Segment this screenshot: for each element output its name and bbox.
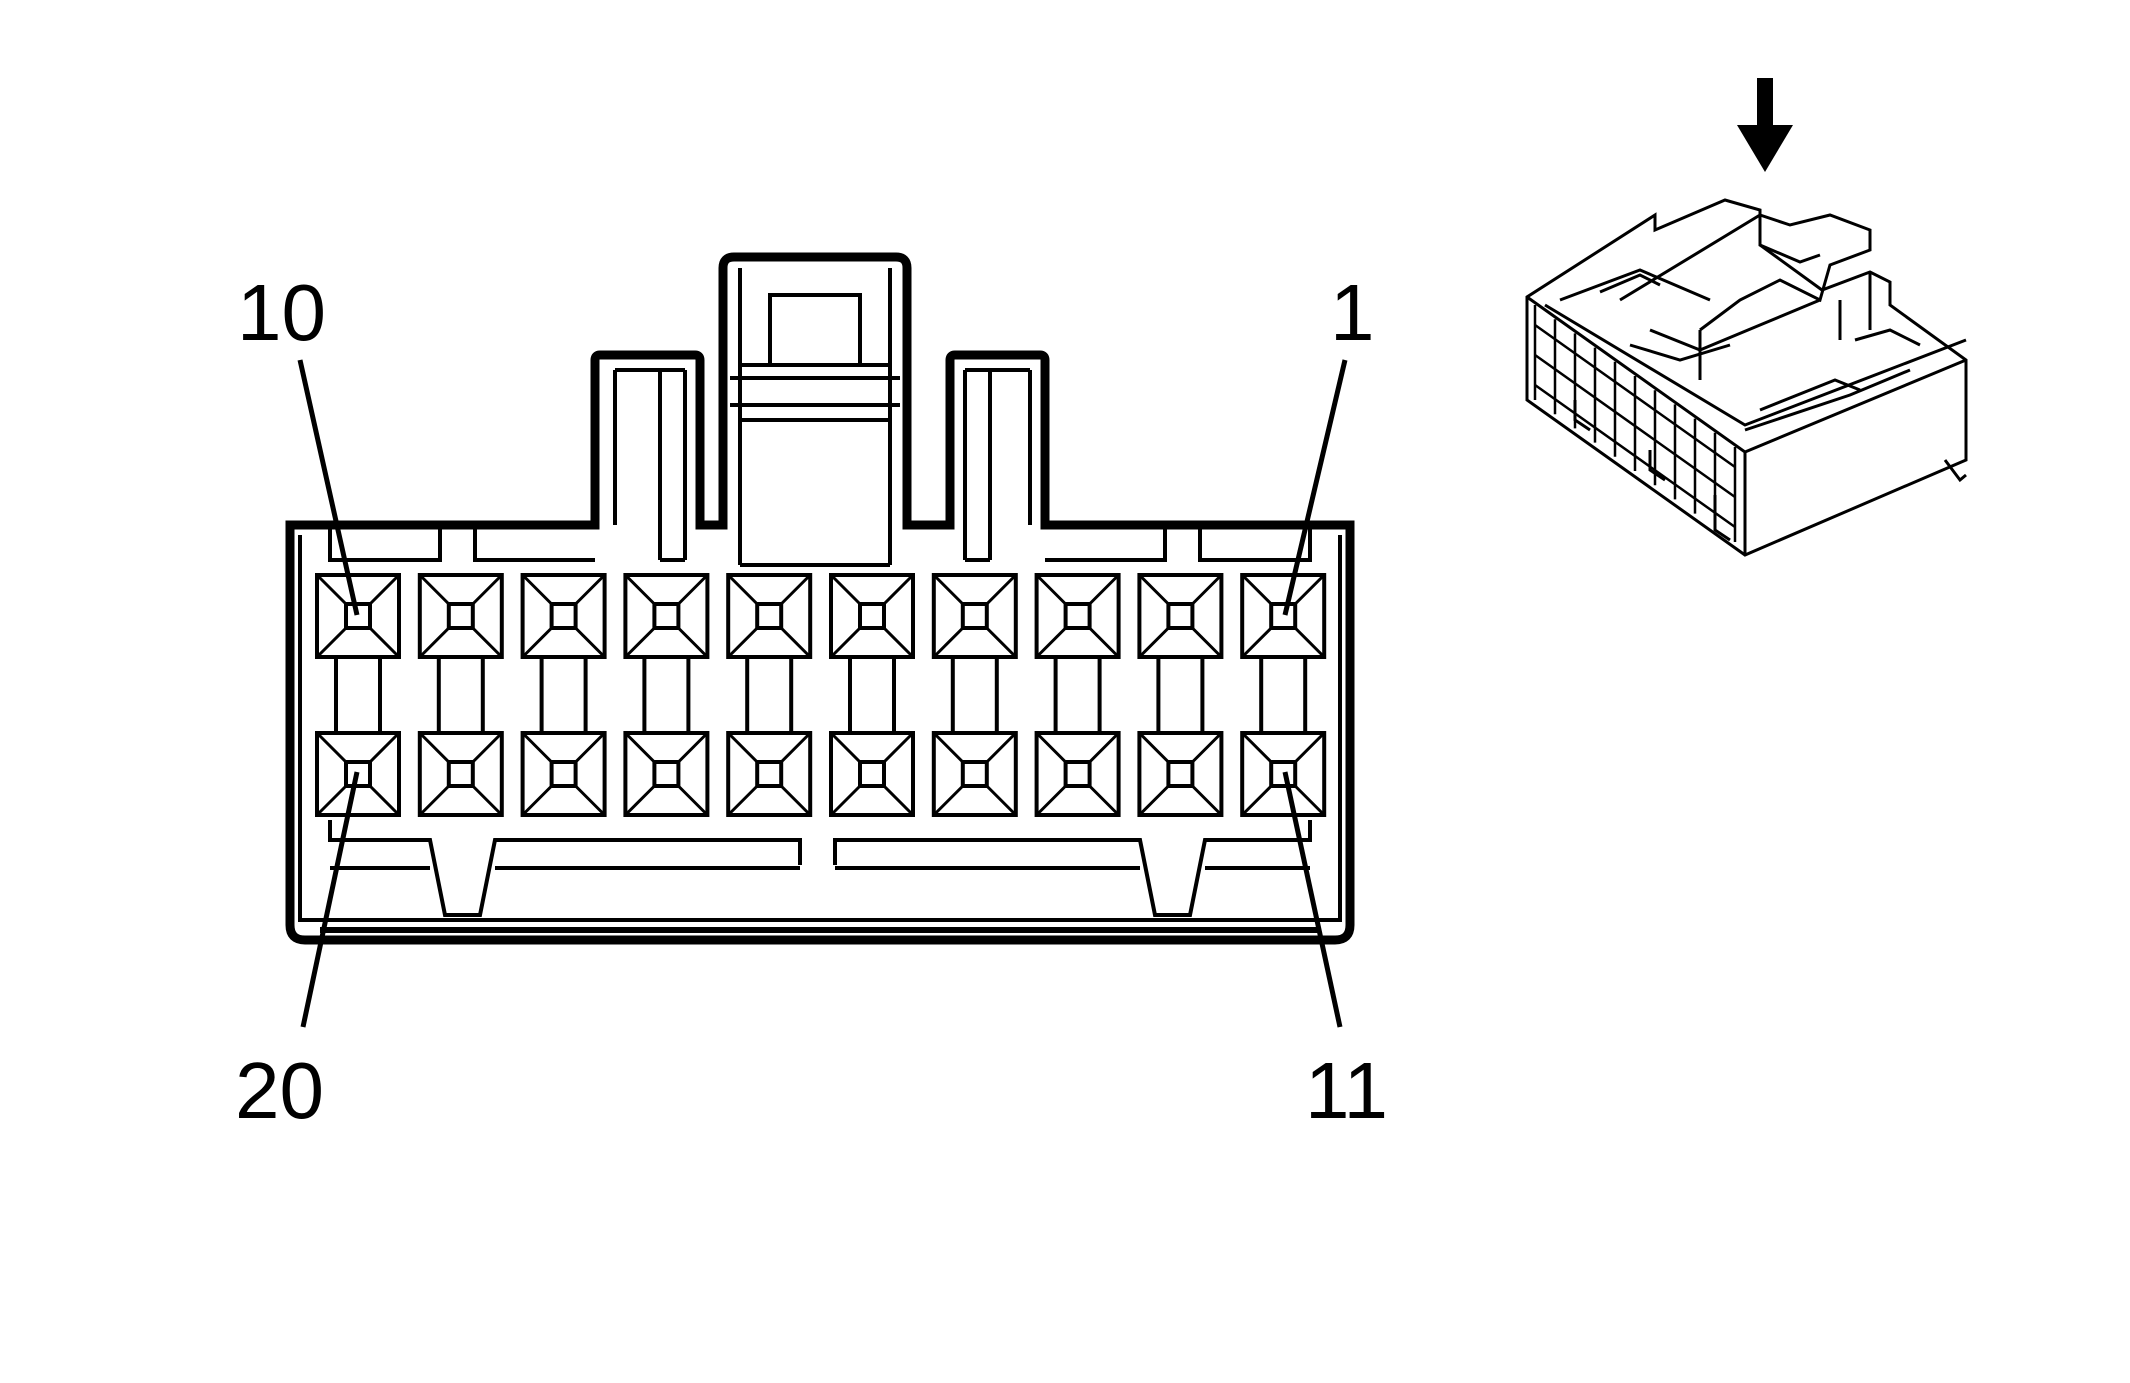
pin-bridges: [334, 657, 1308, 733]
pin-cavity-11: [1240, 731, 1327, 817]
view-direction-arrow-icon: [1737, 78, 1793, 172]
connector-front-view: 10 1 20 11: [235, 252, 1388, 1135]
right-post: [963, 368, 1032, 562]
leader-line-pin-20: [300, 771, 360, 1028]
pin-bridge: [745, 657, 794, 733]
left-post: [613, 368, 687, 562]
pin-cavity-6: [726, 573, 813, 659]
pin-bridge: [334, 657, 382, 733]
bottom-ledge: [328, 820, 1312, 917]
pin-cavity-2: [1137, 573, 1224, 659]
pin-label-20: 20: [235, 1046, 324, 1135]
pin-cavity-14: [931, 731, 1018, 817]
pin-cavity-18: [520, 731, 607, 817]
pin-cavity-20: [315, 731, 401, 817]
top-ledge: [328, 525, 1312, 562]
pin-cavity-8: [520, 573, 607, 659]
top-latch: [730, 268, 900, 567]
pin-cavity-12: [1137, 731, 1224, 817]
isometric-pin-grid: [1533, 305, 1737, 542]
pin-bridge: [848, 657, 896, 733]
iso-grid-line: [1534, 353, 1736, 499]
pin-cavity-17: [623, 731, 710, 817]
connector-body-inner: [298, 535, 1342, 922]
pin-cavity-1: [1240, 573, 1327, 659]
iso-grid-line: [1534, 323, 1736, 469]
connector-isometric-view: [1525, 198, 1968, 557]
pin-bridge: [1053, 657, 1102, 733]
pin-bridge: [642, 657, 691, 733]
pin-label-1: 1: [1330, 268, 1375, 357]
connector-body-outline: [285, 252, 1355, 945]
iso-grid-line: [1534, 383, 1736, 529]
pin-bridge: [1259, 657, 1308, 733]
pin-cavity-15: [829, 731, 915, 817]
leader-line-pin-1: [1282, 359, 1348, 616]
pin-bridge: [1156, 657, 1205, 733]
pin-cavity-10: [315, 573, 401, 659]
pin-bridge: [539, 657, 588, 733]
pin-bridge: [436, 657, 485, 733]
pin-cavity-7: [623, 573, 710, 659]
pin-cavity-19: [417, 731, 504, 817]
leader-line-pin-11: [1282, 771, 1343, 1028]
pin-cavity-16: [726, 731, 813, 817]
pin-label-10: 10: [237, 268, 326, 357]
pin-cavity-4: [931, 573, 1018, 659]
pin-cavity-9: [417, 573, 504, 659]
leader-line-pin-10: [297, 359, 360, 616]
pin-cavity-5: [829, 573, 915, 659]
pin-label-11: 11: [1305, 1046, 1388, 1135]
pin-row-top: [315, 573, 1327, 659]
pin-cavity-13: [1034, 731, 1121, 817]
pin-bridge: [950, 657, 999, 733]
pin-cavity-3: [1034, 573, 1121, 659]
pin-row-bottom: [315, 731, 1327, 817]
